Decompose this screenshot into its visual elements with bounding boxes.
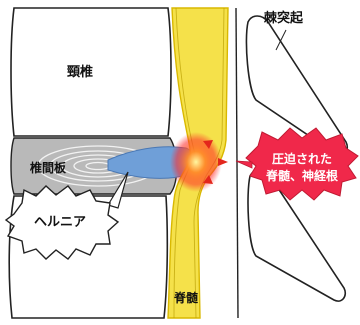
compressed-cord-callout (245, 127, 359, 201)
label-cervical-vertebra: 頸椎 (67, 64, 93, 80)
upper-vertebral-body (10, 7, 172, 137)
label-compressed-line1: 圧迫された (272, 151, 332, 166)
label-spinous-process: 棘突起 (264, 10, 304, 26)
compression-arrows (203, 140, 228, 184)
hernia-burst (4, 185, 120, 260)
label-intervertebral-disc: 椎間板 (29, 160, 67, 175)
label-hernia: ヘルニア (34, 215, 86, 230)
callout-pointer (235, 160, 253, 169)
posterior-ligament-line (235, 7, 239, 319)
spinous-process-pointer (275, 29, 287, 51)
label-compressed-line2: 脊髄、神経根 (265, 168, 338, 183)
hernia-pointer (107, 171, 129, 209)
label-spinal-cord: 脊髄 (173, 290, 199, 305)
compression-glow (170, 132, 222, 192)
